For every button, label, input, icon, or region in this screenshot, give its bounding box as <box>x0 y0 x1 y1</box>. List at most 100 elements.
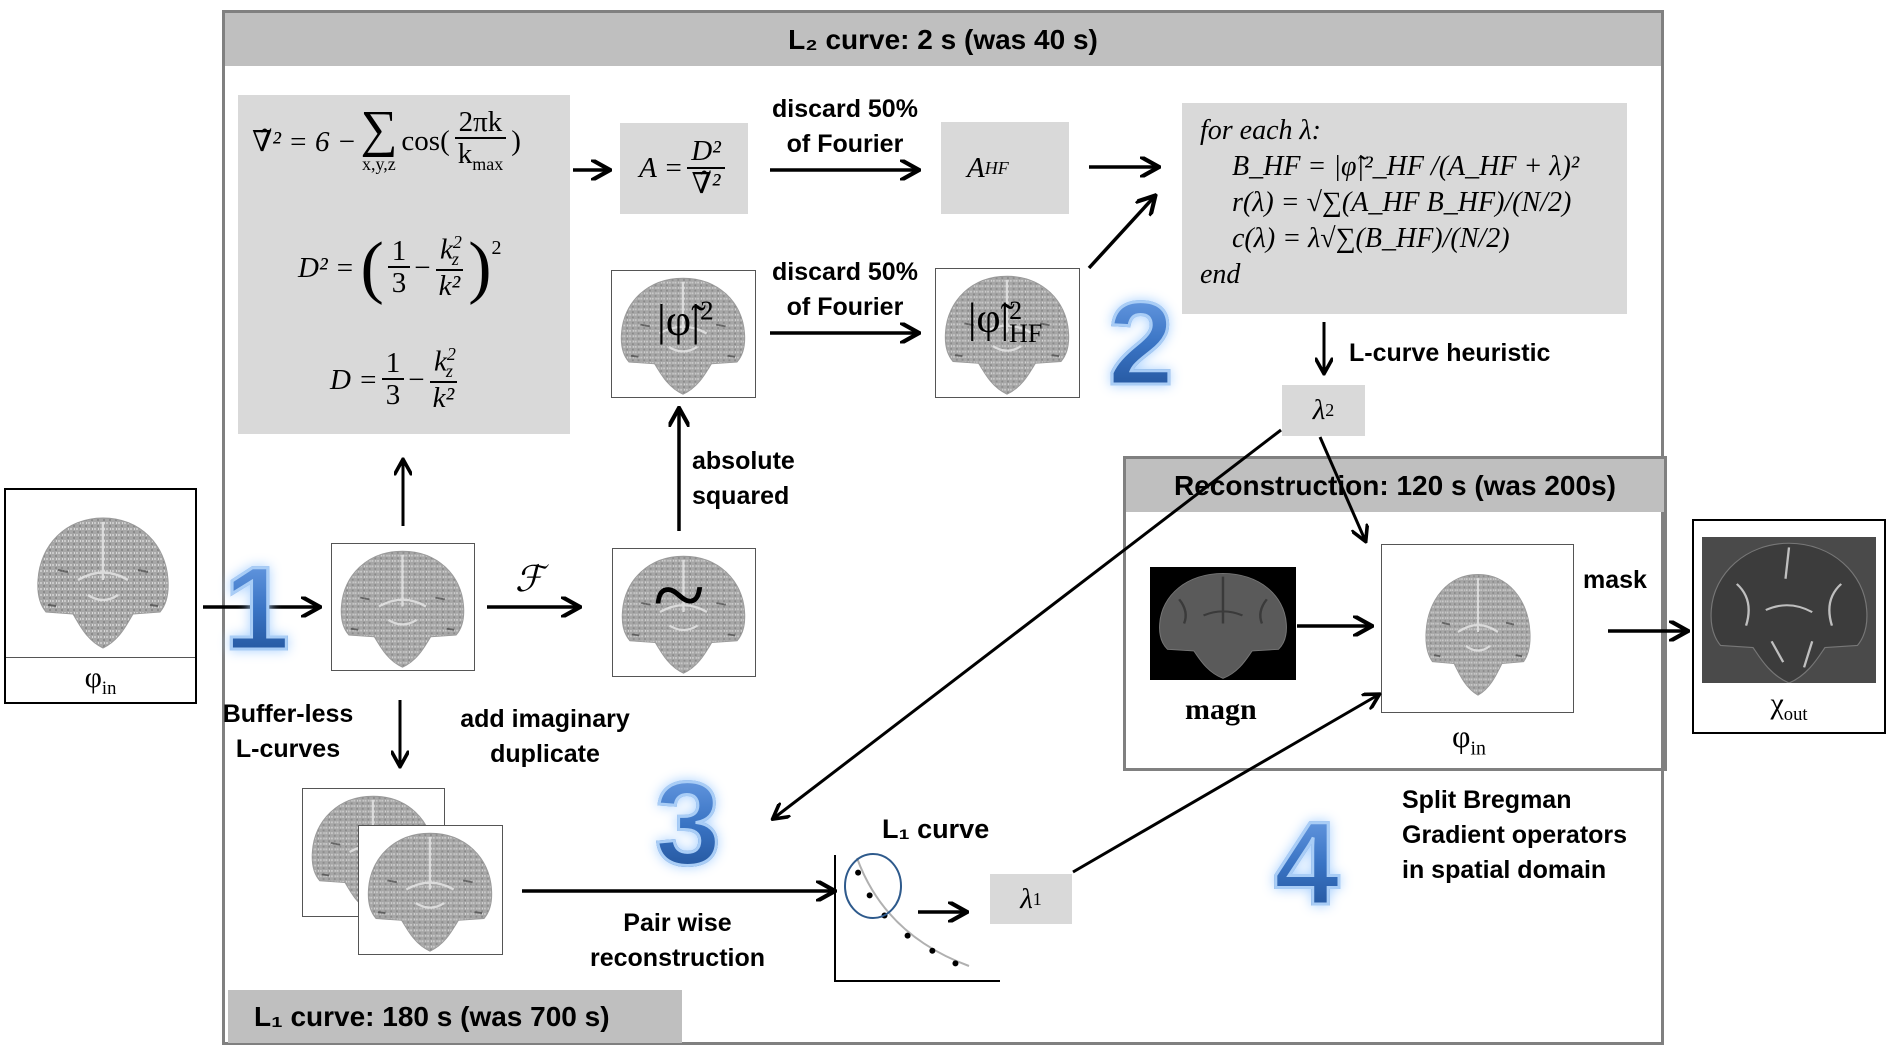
step-3-number: 3 <box>654 758 723 890</box>
cos-text: cos( <box>401 124 450 157</box>
l1-plot-curve <box>856 857 970 967</box>
a-fraction: D²∇̃² <box>687 136 725 200</box>
lambda1-sub: 1 <box>1032 888 1042 909</box>
d-k-sup: 2 <box>446 344 456 364</box>
phi-recon-symbol: φ <box>1452 718 1471 754</box>
step-2-number: 2 <box>1107 278 1176 410</box>
arrow-lambda1-to-recon <box>1072 695 1378 874</box>
end-line: end <box>1200 259 1241 290</box>
arrow-lambda2-to-l1 <box>774 428 1282 818</box>
sum-operator: ∑ x,y,z <box>360 104 397 175</box>
a-hf-base: A <box>967 151 985 184</box>
c-lambda-line: c(λ) = λ√∑(B_HF)/(N/2) <box>1232 223 1510 254</box>
b-hf-line: B_HF = |φ̃|²_HF /(A_HF + λ)² <box>1232 151 1580 182</box>
a-den: ∇̃² <box>691 167 721 200</box>
phi-symbol: φ <box>84 661 102 694</box>
discard-top-line2: of Fourier <box>786 130 904 158</box>
d-den: k² <box>432 382 455 415</box>
l1-curve-title: L₁ curve <box>882 814 990 844</box>
kmax-k: k <box>457 138 473 171</box>
phi-hf-sup: 2 <box>1009 295 1023 325</box>
phi-in-caption: φin <box>6 661 195 700</box>
add-imaginary-label: add imaginary duplicate <box>445 702 645 772</box>
phi-tilde-text: |φ̃| <box>657 296 701 345</box>
d2-minus: − <box>414 251 431 284</box>
lambda1-base: λ <box>1020 882 1033 915</box>
magnitude-image <box>1150 567 1296 680</box>
l1-plot-point <box>952 960 959 967</box>
l1-curve-footer-text: L₁ curve: 180 s (was 700 s) <box>254 1000 610 1032</box>
reconstruction-frame <box>1123 456 1667 771</box>
split-line3: in spatial domain <box>1402 856 1607 884</box>
split-line1: Split Bregman <box>1402 786 1572 814</box>
l1-curve-footer: L₁ curve: 180 s (was 700 s) <box>228 990 682 1043</box>
d2-k: k <box>440 233 453 266</box>
d-three: 3 <box>385 379 401 412</box>
d2-den: k² <box>438 270 461 303</box>
tilde-overlay: ~ <box>653 548 705 648</box>
l1-plot-highlight-circle <box>844 853 902 919</box>
phi-in-input-panel: φin <box>4 488 197 704</box>
pair-wise-line2: reconstruction <box>589 944 766 972</box>
d-k-sub: z <box>445 361 453 382</box>
phi-tilde-squared-image: |φ̃|2 <box>611 270 756 398</box>
d2-power: 2 <box>491 237 502 259</box>
add-imag-line1: add imaginary <box>460 705 630 733</box>
formula-box: ∇̃² = 6 − ∑ x,y,z cos( 2πk kmax ) D² = (… <box>238 95 570 434</box>
arrow-hf-to-foreach <box>1087 197 1154 270</box>
phi-recon-sub: in <box>1470 737 1486 760</box>
paren-open: ( <box>360 229 384 307</box>
d-minus: − <box>408 363 425 396</box>
laplacian-formula: ∇̃² = 6 − ∑ x,y,z cos( 2πk kmax ) <box>252 104 521 175</box>
l1-plot-point <box>866 892 873 899</box>
sum-subscript: x,y,z <box>361 153 396 174</box>
pair-wise-line1: Pair wise <box>623 909 732 937</box>
chi-symbol: χ <box>1770 687 1784 720</box>
d2-num: k2z <box>436 232 463 272</box>
l2-curve-header-text: L₂ curve: 2 s (was 40 s) <box>788 23 1098 55</box>
buffer-less-line1: Buffer-less <box>222 700 354 728</box>
laplacian-lhs: ∇̃² = 6 − <box>252 125 357 158</box>
phi-tilde-sup: 2 <box>700 295 714 326</box>
d-num: k2z <box>429 344 457 384</box>
chi-out-caption: χout <box>1694 687 1884 726</box>
phi-hf-sub: HF <box>1009 319 1043 349</box>
buffer-less-line2: L-curves <box>235 735 341 763</box>
split-line2: Gradient operators <box>1402 821 1628 849</box>
chi-out-image <box>1702 537 1876 683</box>
d-one: 1 <box>381 348 405 381</box>
add-imag-line2: duplicate <box>490 740 600 768</box>
a-formula-box: A = D²∇̃² <box>620 123 748 214</box>
l1-plot-point <box>855 869 862 876</box>
l1-plot-point <box>929 947 936 954</box>
discard-label-bottom: discard 50% of Fourier <box>760 255 930 325</box>
discard-top-line1: discard 50% <box>772 95 918 123</box>
fourier-image: ~ <box>612 548 756 677</box>
main-frame <box>222 10 1664 1045</box>
discard-bottom-line1: discard 50% <box>772 258 918 286</box>
for-each-lambda-box: for each λ: B_HF = |φ̃|²_HF /(A_HF + λ)²… <box>1182 103 1627 314</box>
a-num: D² <box>687 136 725 169</box>
phase-image-center <box>331 543 475 671</box>
absolute-squared-label: absolute squared <box>692 444 795 514</box>
for-each-line: for each λ: <box>1200 115 1321 146</box>
split-bregman-label: Split Bregman Gradient operators in spat… <box>1402 783 1627 888</box>
d2-three: 3 <box>391 267 407 300</box>
d2-k-sup: 2 <box>452 232 462 252</box>
cos-close: ) <box>511 124 521 157</box>
kmax-sub: max <box>472 154 504 175</box>
step-1-number: 1 <box>223 543 292 675</box>
lambda2-base: λ <box>1312 394 1326 426</box>
phi-in-divider <box>6 657 195 658</box>
